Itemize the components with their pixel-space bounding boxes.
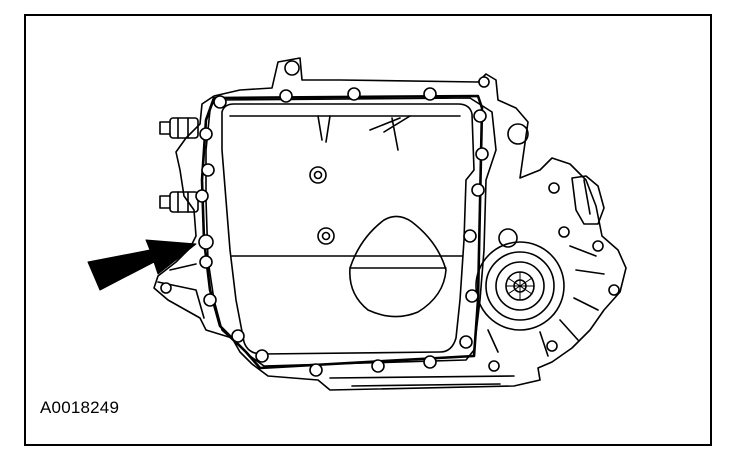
pan-rib [317, 115, 411, 151]
output-splines [505, 271, 535, 301]
filter-dome [349, 215, 447, 318]
pan-drain-bolt-core [313, 170, 323, 180]
output-shaft-housing [475, 241, 565, 331]
wiring-connector-upper [159, 117, 199, 139]
pan-center-bolt [317, 227, 335, 245]
wiring-connector-lower [159, 191, 199, 213]
pan-drain-bolt [309, 166, 327, 184]
case-boss [507, 123, 529, 145]
speed-sensor [571, 175, 605, 225]
case-boss [498, 228, 518, 248]
case-flange [205, 97, 497, 367]
figure-frame [24, 14, 712, 446]
output-shaft-ring [485, 251, 555, 321]
transaxle-case-outline [153, 57, 627, 391]
pan-center-bolt-core [321, 231, 331, 241]
case-rib [487, 245, 605, 357]
output-shaft-seal [495, 261, 545, 311]
case-boss [284, 60, 300, 76]
pan-rim-line [229, 115, 463, 257]
pan-gasket [200, 94, 484, 370]
arrow-icon [87, 239, 197, 291]
figure-id-label: A0018249 [40, 398, 120, 417]
oil-pan [221, 103, 475, 355]
case-lower-rib [329, 375, 515, 387]
pan-bolt-group [160, 76, 620, 377]
